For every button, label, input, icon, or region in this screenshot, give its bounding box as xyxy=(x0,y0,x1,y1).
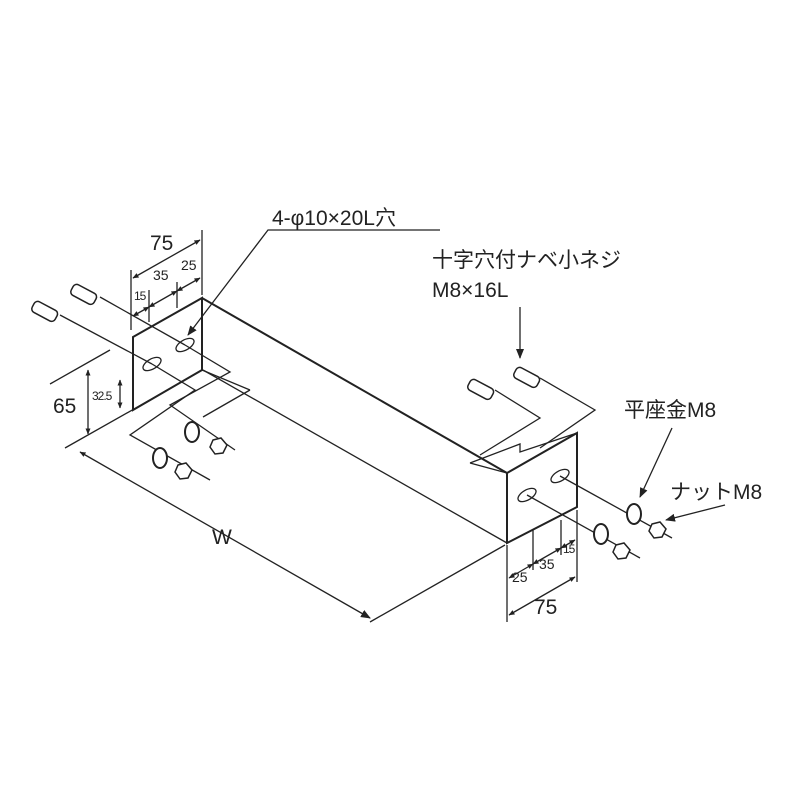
screw-label: 十字穴付ナベ小ネジ xyxy=(432,249,621,272)
right-end-plate xyxy=(506,431,578,545)
right-top-tab xyxy=(469,432,578,464)
dimension-arrow xyxy=(508,563,534,579)
left-dim-35: 35 xyxy=(153,267,169,283)
left-dimensions xyxy=(49,230,203,449)
screw xyxy=(70,283,98,306)
screw xyxy=(31,300,59,323)
right-top-tab-edge xyxy=(469,462,508,474)
extension-line xyxy=(369,544,506,623)
extension-line xyxy=(49,349,111,385)
dimension-arrow xyxy=(148,290,178,308)
slot-hole xyxy=(175,337,195,353)
nut xyxy=(648,521,667,539)
screw-axis-line xyxy=(99,296,186,346)
leader-lines xyxy=(187,229,726,522)
left-dim-total: 75 xyxy=(150,232,174,255)
flange-edge xyxy=(202,389,251,418)
hole-label: 4-φ10×20L穴 xyxy=(272,207,396,230)
fastener-axis-line xyxy=(128,363,211,481)
dimension-arrow xyxy=(176,277,201,292)
right-dim-15: 15 xyxy=(563,542,575,556)
slot-hole xyxy=(142,356,162,372)
screw-axis-line xyxy=(479,389,542,456)
extension-line xyxy=(64,399,151,449)
nut-leader-arrow xyxy=(665,504,726,522)
nut xyxy=(174,462,193,480)
slot-hole xyxy=(550,468,570,484)
screw xyxy=(513,366,541,389)
right-dim-25: 25 xyxy=(512,569,528,585)
bottom-edge xyxy=(202,369,508,544)
screws-right xyxy=(467,366,597,456)
nut xyxy=(612,542,631,560)
screw xyxy=(467,378,495,401)
nut xyxy=(209,437,228,455)
washers-nuts-right xyxy=(526,475,673,560)
screws-left xyxy=(31,283,186,365)
screw-axis-line xyxy=(539,377,597,449)
washer xyxy=(626,503,642,525)
dimension-arrow xyxy=(79,451,371,619)
left-dim-half-height: 32.5 xyxy=(92,389,112,403)
dimension-arrow xyxy=(532,547,562,565)
dimension-arrow xyxy=(560,539,576,549)
right-dimensions xyxy=(506,510,578,622)
screw-axis-line xyxy=(59,314,153,365)
washer xyxy=(593,523,609,545)
right-dim-35: 35 xyxy=(539,556,555,572)
left-dim-25: 25 xyxy=(181,257,197,273)
washer-leader-arrow xyxy=(639,427,673,498)
width-label: W xyxy=(212,526,232,549)
dimension-arrow xyxy=(132,239,201,279)
top-edge xyxy=(201,297,508,474)
width-dimension xyxy=(79,451,506,623)
dimension-arrow xyxy=(508,576,576,616)
washer xyxy=(152,447,168,469)
bracket-body xyxy=(132,296,578,545)
mounting-slots xyxy=(142,337,570,503)
fastener-axis-line xyxy=(168,344,236,451)
slot-hole xyxy=(517,487,537,503)
right-dim-total: 75 xyxy=(534,596,558,619)
hole-leader-arrow xyxy=(187,229,440,336)
washer xyxy=(184,421,200,443)
left-dim-height: 65 xyxy=(53,395,77,418)
left-dim-15: 15 xyxy=(134,289,146,303)
dimension-arrow xyxy=(132,306,150,317)
nut-label: ナットM8 xyxy=(670,481,763,504)
washers-nuts-left xyxy=(128,344,236,481)
washer-label: 平座金M8 xyxy=(624,399,717,422)
screw-size-label: M8×16L xyxy=(432,279,509,302)
